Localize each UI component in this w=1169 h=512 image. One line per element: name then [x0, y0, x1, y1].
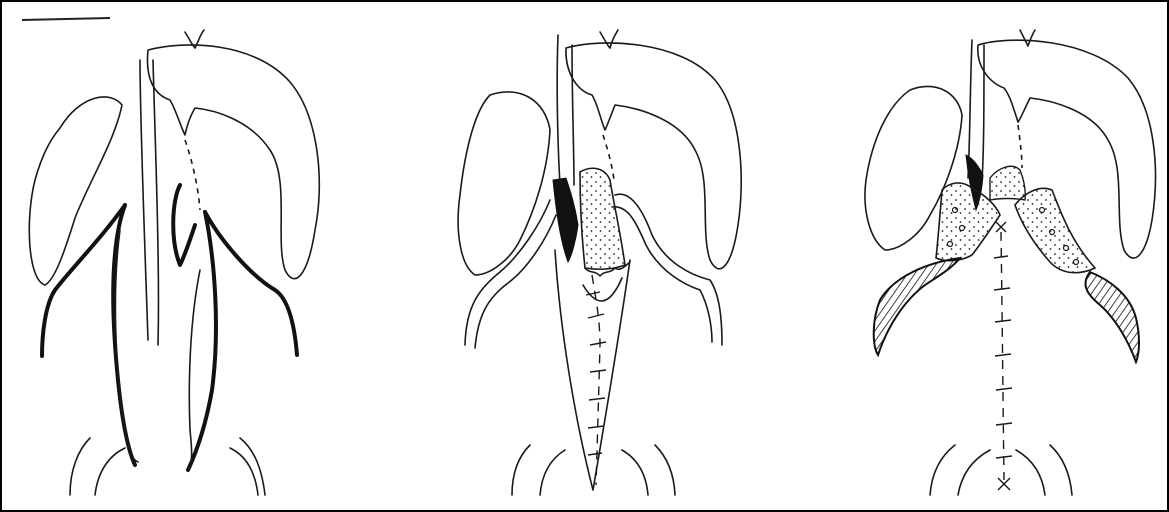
esophagus-top — [600, 30, 618, 48]
left-organ-outline — [458, 92, 550, 275]
crus-left-inner — [115, 230, 138, 462]
esophagus-top — [1020, 30, 1035, 46]
lower-arc-2 — [540, 450, 565, 495]
diaphragm-left-inner — [475, 215, 556, 348]
right-dotted-wing — [1015, 188, 1095, 272]
diaphragm-left-outer — [465, 200, 550, 345]
panel-1 — [29, 30, 319, 495]
diaphragm-right-limb — [205, 212, 297, 355]
black-crus-fill — [553, 178, 578, 262]
mesh-lower-edge — [583, 278, 622, 301]
lower-arc-2 — [958, 450, 990, 495]
suture-line — [1001, 232, 1004, 480]
dashed-margin — [1018, 125, 1022, 168]
left-organ-outline — [29, 97, 122, 285]
stippled-wedge — [990, 166, 1025, 200]
aorta-line-left — [557, 35, 560, 185]
diaphragm-right-inner — [612, 207, 712, 342]
crus-right — [188, 212, 216, 470]
panel-2 — [458, 30, 741, 495]
stippled-mesh — [580, 168, 625, 269]
lower-arc-1 — [930, 445, 955, 495]
lower-arc-3 — [1016, 450, 1045, 495]
left-hatched-crescent — [874, 258, 960, 355]
aorta-line-right — [982, 45, 984, 180]
aorta-line-left — [140, 60, 148, 340]
lower-arc-4 — [1050, 445, 1072, 495]
scan-mark — [22, 18, 110, 20]
right-hatched-crescent — [1085, 272, 1139, 362]
dashed-margin — [185, 140, 200, 210]
aorta-line-right — [572, 45, 574, 185]
lower-arc-3 — [622, 450, 648, 495]
lower-arc-1 — [512, 445, 530, 495]
lower-arc-1 — [70, 438, 90, 495]
panel-3 — [865, 30, 1155, 495]
aorta-line-right — [153, 60, 158, 345]
lower-arc-4 — [240, 438, 265, 495]
x-mark-top — [996, 222, 1006, 232]
lower-arc-4 — [655, 445, 675, 495]
lower-arc-2 — [95, 448, 125, 495]
crus-right-outer — [173, 185, 195, 265]
